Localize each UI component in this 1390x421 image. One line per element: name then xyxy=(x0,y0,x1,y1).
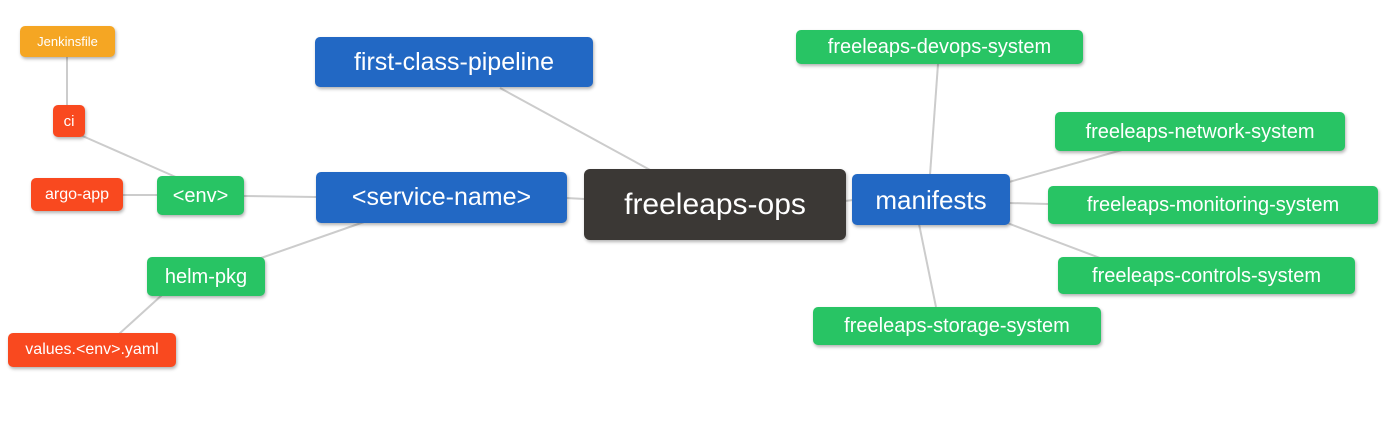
node-ci[interactable]: ci xyxy=(53,105,85,137)
node-freeleaps-network-system[interactable]: freeleaps-network-system xyxy=(1055,112,1345,151)
edge-pipeline-freeleaps-ops xyxy=(499,87,653,172)
node-argo-app-label: argo-app xyxy=(44,185,110,203)
node-freeleaps-monitoring-system-label: freeleaps-monitoring-system xyxy=(1086,194,1340,216)
node-freeleaps-storage-system[interactable]: freeleaps-storage-system xyxy=(813,307,1101,345)
edge-manifests-network xyxy=(1008,149,1123,183)
node-service-name[interactable]: <service-name> xyxy=(316,172,567,223)
node-freeleaps-controls-system[interactable]: freeleaps-controls-system xyxy=(1058,257,1355,294)
node-freeleaps-devops-system[interactable]: freeleaps-devops-system xyxy=(796,30,1083,64)
node-ci-label: ci xyxy=(63,112,75,130)
node-values-env-yaml[interactable]: values.<env>.yaml xyxy=(8,333,176,367)
node-freeleaps-network-system-label: freeleaps-network-system xyxy=(1085,120,1315,143)
node-helm-pkg[interactable]: helm-pkg xyxy=(147,257,265,296)
node-first-class-pipeline-label: first-class-pipeline xyxy=(353,47,555,76)
node-helm-pkg-label: helm-pkg xyxy=(164,265,248,288)
node-manifests-label: manifests xyxy=(875,184,987,215)
node-jenkinsfile[interactable]: Jenkinsfile xyxy=(20,26,115,57)
node-manifests[interactable]: manifests xyxy=(852,174,1010,225)
edge-freeleaps-ops-manifests xyxy=(844,199,854,202)
node-service-name-label: <service-name> xyxy=(351,183,532,211)
node-freeleaps-ops-label: freeleaps-ops xyxy=(624,187,806,221)
edge-manifests-monitoring xyxy=(1008,202,1049,205)
node-freeleaps-controls-system-label: freeleaps-controls-system xyxy=(1092,264,1321,287)
edge-helm-pkg-values xyxy=(118,294,163,335)
edge-manifests-storage xyxy=(918,223,937,308)
edge-service-name-freeleaps-ops xyxy=(565,197,586,200)
node-freeleaps-storage-system-label: freeleaps-storage-system xyxy=(844,315,1070,337)
node-jenkinsfile-label: Jenkinsfile xyxy=(37,34,98,49)
edge-env-service-name xyxy=(243,195,317,198)
edge-helm-pkg-service-name xyxy=(260,221,365,259)
edge-manifests-controls xyxy=(1001,220,1101,259)
node-freeleaps-monitoring-system[interactable]: freeleaps-monitoring-system xyxy=(1048,186,1378,224)
node-env[interactable]: <env> xyxy=(157,176,244,215)
node-env-label: <env> xyxy=(172,184,229,207)
node-argo-app[interactable]: argo-app xyxy=(31,178,123,211)
node-values-env-yaml-label: values.<env>.yaml xyxy=(25,341,159,358)
edge-ci-env xyxy=(77,133,179,179)
edge-manifests-devops xyxy=(929,63,939,176)
node-freeleaps-ops-root[interactable]: freeleaps-ops xyxy=(584,169,846,240)
node-first-class-pipeline[interactable]: first-class-pipeline xyxy=(315,37,593,87)
node-freeleaps-devops-system-label: freeleaps-devops-system xyxy=(827,36,1052,58)
